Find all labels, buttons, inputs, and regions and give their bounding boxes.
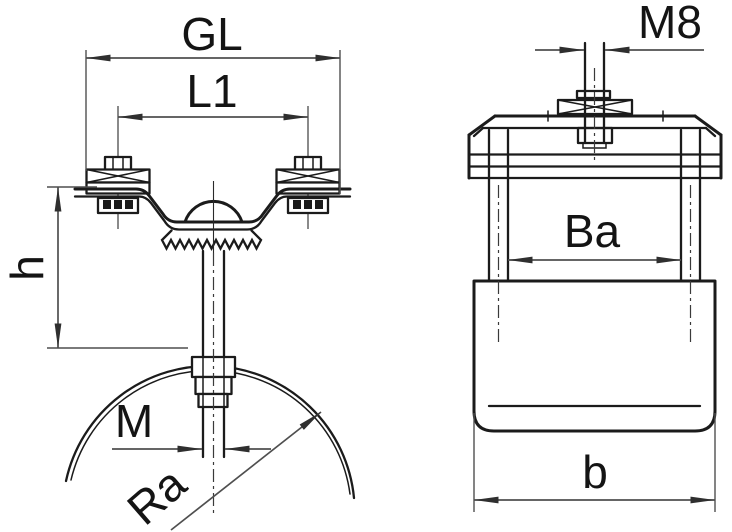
bolt-left-head [103, 155, 133, 172]
bolt-right-head [293, 155, 323, 172]
dimension-h: h [1, 186, 188, 349]
dimension-label-b: b [582, 446, 608, 498]
nut-slot [304, 200, 312, 209]
nut-slot [293, 200, 301, 209]
dimension-label-h: h [1, 255, 53, 281]
dimension-label-ra: Ra [117, 457, 196, 532]
dimension-label-gl: GL [181, 8, 242, 60]
front-view: GL L1 h M Ra [1, 8, 356, 532]
bolt-assembly-right [275, 106, 341, 229]
washer-x-line [85, 168, 151, 184]
nut-slot [103, 200, 111, 209]
dimension-label-m: M [115, 395, 153, 447]
washer-x-line [275, 168, 341, 184]
side-view: M8 Ba b [467, 0, 723, 512]
dimension-label-ba: Ba [564, 205, 621, 257]
dimension-ba: Ba [508, 205, 681, 264]
wing-washer-x-line [557, 99, 633, 115]
dimension-label-l1: L1 [186, 65, 237, 117]
clamp-body-outline [472, 279, 717, 433]
hanger-stud [556, 41, 634, 162]
cap-inner-chamfer-right [704, 126, 717, 138]
cap-inner-chamfer-left [472, 126, 485, 138]
dimension-label-m8: M8 [638, 0, 702, 48]
nut-slot [315, 200, 323, 209]
ra-leader-line [170, 411, 322, 531]
serrated-flange [160, 229, 263, 251]
cap-chamfer-right [693, 114, 723, 137]
threaded-rod [201, 249, 226, 459]
clamp-body [472, 279, 717, 433]
clamp-cap [467, 110, 723, 180]
bolt-assembly-left [85, 106, 151, 229]
nut-slot [125, 200, 133, 209]
cap-chamfer-left [467, 114, 497, 137]
dimension-gl: GL [85, 8, 341, 194]
dimension-m8: M8 [535, 0, 704, 54]
dimension-m: M [112, 395, 271, 453]
nut-slot [114, 200, 122, 209]
dimension-l1: L1 [118, 65, 308, 121]
dimension-b: b [473, 413, 716, 512]
stud-collar [575, 89, 612, 100]
